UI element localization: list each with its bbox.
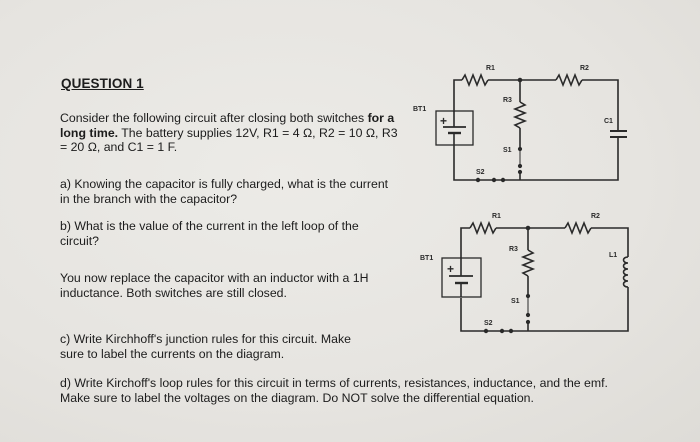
label-r1: R1	[486, 65, 495, 72]
label-s2: S2	[484, 320, 493, 327]
intro-text-2: The battery supplies 12V, R1 = 4 Ω, R2 =…	[60, 125, 398, 155]
label-r2: R2	[580, 65, 589, 72]
label-c1: C1	[604, 118, 613, 125]
inductor-replacement-note: You now replace the capacitor with an in…	[60, 271, 369, 300]
switch-s1-icon	[525, 293, 531, 325]
intro-text-1: Consider the following circuit after clo…	[60, 111, 365, 125]
label-r3: R3	[503, 97, 512, 104]
label-s1: S1	[511, 298, 520, 305]
label-r2: R2	[591, 213, 600, 220]
part-c-question: c) Write Kirchhoff's junction rules for …	[60, 332, 351, 361]
battery-plus-sign: +	[440, 114, 447, 128]
intro-emphasis: for a long time.	[60, 111, 395, 140]
label-bt1: BT1	[420, 255, 433, 262]
label-r3: R3	[509, 246, 518, 253]
label-s1: S1	[503, 147, 512, 154]
resistor-r1-icon	[469, 220, 497, 236]
capacitor-c1-icon	[610, 130, 627, 138]
part-b-question: b) What is the value of the current in t…	[60, 219, 359, 248]
battery-bt1-icon	[435, 110, 474, 146]
switch-s1-icon	[517, 146, 523, 175]
battery-bt1-icon	[441, 257, 482, 298]
question-title: QUESTION 1	[61, 76, 144, 91]
part-a-question: a) Knowing the capacitor is fully charge…	[60, 177, 389, 206]
label-bt1: BT1	[413, 106, 426, 113]
question-intro: Consider the following circuit after clo…	[60, 111, 405, 155]
resistor-r3-icon	[520, 249, 536, 277]
battery-plus-sign: +	[447, 262, 454, 276]
resistor-r2-icon	[555, 72, 583, 88]
inductor-l1-icon	[622, 256, 629, 288]
resistor-r3-icon	[512, 101, 528, 129]
label-l1: L1	[609, 252, 617, 259]
circuit-capacitor	[435, 72, 627, 183]
label-r1: R1	[492, 213, 501, 220]
part-d-question: d) Write Kirchoff's loop rules for this …	[60, 376, 608, 405]
switch-s2-icon	[483, 328, 514, 334]
resistor-r1-icon	[461, 72, 489, 88]
circuit-inductor	[441, 220, 629, 334]
switch-s2-icon	[475, 177, 506, 183]
label-s2: S2	[476, 169, 485, 176]
resistor-r2-icon	[564, 220, 592, 236]
